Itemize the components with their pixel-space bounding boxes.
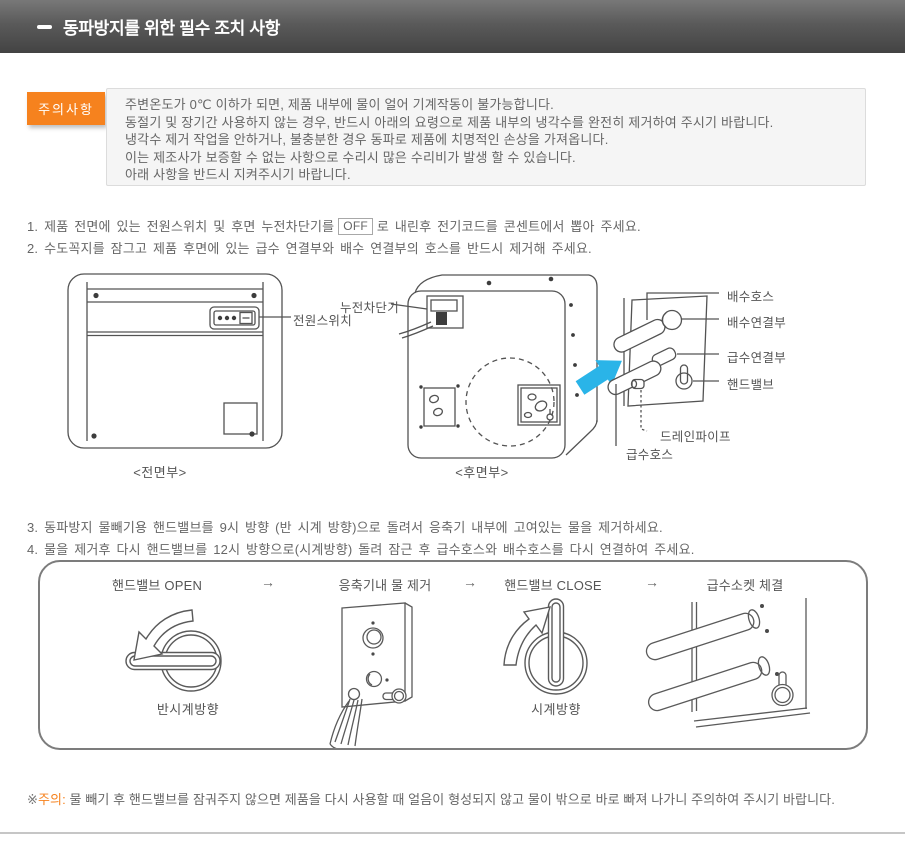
hand-valve-label: 핸드밸브 [727, 378, 775, 392]
instruction-text: 로 내린후 전기코드를 콘센트에서 뽑아 주세요. [376, 219, 641, 234]
caution-badge: 주의사항 [27, 92, 105, 125]
off-switch-label: OFF [338, 218, 373, 235]
page-title: 동파방지를 위한 필수 조치 사항 [63, 19, 281, 38]
product-diagrams-illustration [67, 273, 719, 459]
footer-divider [0, 832, 905, 834]
flow-arrow-icon: → [645, 574, 659, 590]
instruction-number: 3. [27, 520, 39, 535]
steps-illustration [125, 598, 811, 748]
zoom-arrow-icon [575, 360, 622, 395]
power-switch-label: 전원스위치 [293, 314, 353, 328]
instruction-4: 4. 물을 제거후 다시 핸드밸브를 12시 방향으로(시계방향) 돌려 잠근 … [27, 539, 695, 558]
instruction-text: 제품 전면에 있는 전원스위치 및 후면 누전차단기를 [44, 219, 335, 234]
drain-hose-label: 배수호스 [727, 290, 775, 304]
rear-view-caption: <후면부> [455, 465, 509, 480]
drain-pipe-label: 드레인파이프 [660, 430, 731, 444]
detail-panel-drawing [607, 292, 719, 446]
front-view-drawing [67, 273, 291, 449]
instruction-text: 수도꼭지를 잠그고 제품 후면에 있는 급수 연결부와 배수 연결부의 호스를 … [44, 241, 592, 256]
instruction-number: 1. [27, 219, 39, 234]
caution-line: 냉각수 제거 작업을 안하거나, 불충분한 경우 동파로 제품에 치명적인 손상… [125, 132, 609, 147]
step3-caption: 시계방향 [531, 702, 581, 717]
caution-line: 이는 제조사가 보증할 수 없는 사항으로 수리시 많은 수리비가 발생 할 수… [125, 149, 576, 165]
step-title-drain-water: 응축기내 물 제거 [338, 578, 432, 593]
step1-caption: 반시계방향 [156, 702, 220, 717]
breaker-label: 누전차단기 [340, 301, 400, 315]
instruction-3: 3. 동파방지 물빼기용 핸드밸브를 9시 방향 (반 시계 방향)으로 돌려서… [27, 517, 663, 536]
caution-line: 동절기 및 장기간 사용하지 않는 경우, 반드시 아래의 요령으로 제품 내부… [125, 114, 774, 130]
footnote-marker: ※ [27, 792, 38, 807]
step3-valve-close-drawing [503, 598, 588, 695]
step-title-valve-open: 핸드밸브 OPEN [111, 578, 203, 593]
footnote-text: 물 빼기 후 핸드밸브를 잠궈주지 않으면 제품을 다시 사용할 때 얼음이 형… [65, 792, 835, 807]
drain-connector-label: 배수연결부 [727, 316, 787, 330]
steps-flow-box: 핸드밸브 OPEN → 응축기내 물 제거 → 핸드밸브 CLOSE → 급수소… [38, 560, 868, 750]
instruction-2: 2. 수도꼭지를 잠그고 제품 후면에 있는 급수 연결부와 배수 연결부의 호… [27, 238, 592, 257]
footnote: ※주의: 물 빼기 후 핸드밸브를 잠궈주지 않으면 제품을 다시 사용할 때 … [27, 789, 835, 808]
front-view-caption: <전면부> [133, 465, 187, 480]
instruction-text: 동파방지 물빼기용 핸드밸브를 9시 방향 (반 시계 방향)으로 돌려서 응축… [44, 520, 663, 535]
step-title-socket-connect: 급수소켓 체결 [706, 578, 784, 593]
instruction-number: 4. [27, 542, 39, 557]
footnote-warning-label: 주의: [38, 792, 66, 807]
instruction-number: 2. [27, 241, 39, 256]
caution-line: 아래 사항을 반드시 지켜주시기 바랍니다. [125, 167, 351, 182]
supply-connector-label: 급수연결부 [727, 351, 787, 365]
step1-valve-open-drawing [125, 609, 222, 692]
flow-arrow-icon: → [261, 574, 275, 590]
step4-socket-drawing [645, 598, 811, 728]
header-bar: 동파방지를 위한 필수 조치 사항 [0, 0, 905, 53]
rear-view-drawing [390, 274, 598, 459]
product-diagrams: 전원스위치 누전차단기 배수호스 배수연결부 급수연결부 핸드밸브 드레인파이프… [0, 260, 905, 505]
flow-arrow-icon: → [463, 574, 477, 590]
instruction-text: 물을 제거후 다시 핸드밸브를 12시 방향으로(시계방향) 돌려 잠근 후 급… [44, 542, 695, 557]
dash-icon [37, 24, 52, 29]
caution-box: 주변온도가 0℃ 이하가 되면, 제품 내부에 물이 얼어 기계작동이 불가능합… [106, 88, 866, 186]
supply-hose-label: 급수호스 [626, 448, 674, 462]
step2-drain-drawing [329, 602, 413, 748]
caution-line: 주변온도가 0℃ 이하가 되면, 제품 내부에 물이 얼어 기계작동이 불가능합… [125, 97, 554, 112]
step-title-valve-close: 핸드밸브 CLOSE [504, 578, 602, 593]
